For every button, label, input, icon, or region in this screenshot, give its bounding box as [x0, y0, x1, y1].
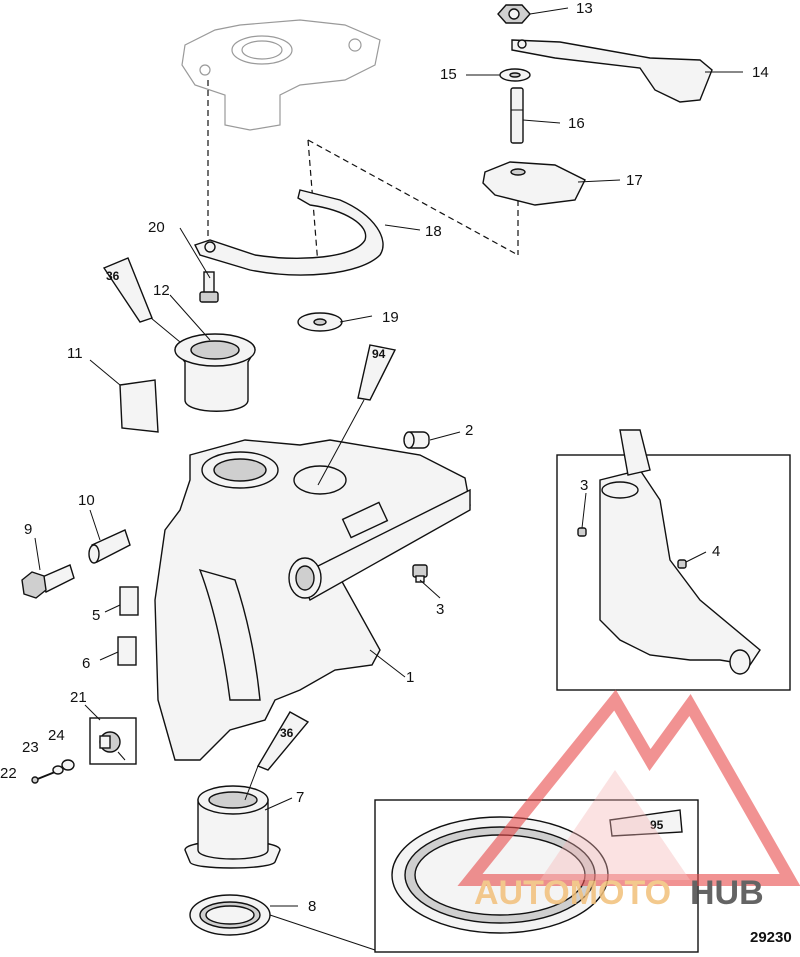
callout-17: 17 — [626, 172, 643, 189]
part-7-bushing — [184, 785, 281, 869]
callout-11: 11 — [67, 345, 83, 362]
sealant-tube-lower: 36 — [256, 711, 310, 771]
callout-5: 5 — [92, 607, 100, 624]
svg-text:AUTOMOTO: AUTOMOTO — [474, 874, 671, 912]
callout-12: 12 — [153, 282, 170, 299]
callout-14: 14 — [752, 64, 769, 81]
sealant-tube-upper-left: 36 — [102, 257, 153, 323]
callout-6: 6 — [82, 655, 90, 672]
callout-8: 8 — [308, 898, 316, 915]
callout-3: 3 — [436, 601, 444, 618]
part-20-bolt — [199, 271, 219, 303]
svg-text:36: 36 — [280, 726, 294, 740]
callout-labels: 1 2 3 5 6 7 8 9 10 11 12 13 14 15 16 17 … — [0, 0, 769, 915]
svg-text:94: 94 — [372, 347, 386, 361]
callout-9: 9 — [24, 521, 32, 538]
part-16-pin — [510, 87, 524, 144]
part-14-arm — [511, 39, 713, 103]
part-5-pad — [119, 586, 139, 616]
figure-number: 29230 — [750, 929, 792, 946]
part-8-seal — [189, 894, 271, 936]
svg-text:HUB: HUB — [690, 874, 764, 912]
callout-1: 1 — [406, 669, 414, 686]
callout-22: 22 — [0, 765, 17, 782]
part-13-nut — [497, 4, 531, 24]
callout-19: 19 — [382, 309, 399, 326]
callout-7: 7 — [296, 789, 304, 806]
part-11-pad — [119, 379, 159, 433]
part-1-swivel-bracket — [154, 439, 471, 761]
alignment-line-b — [307, 139, 519, 256]
callout-10: 10 — [78, 492, 95, 509]
sealant-tube-center: 94 — [357, 344, 397, 401]
svg-text:36: 36 — [106, 269, 120, 283]
part-12-bushing — [174, 333, 256, 412]
svg-text:95: 95 — [650, 818, 664, 832]
part-23-washer — [52, 765, 64, 775]
callout-2: 2 — [465, 422, 473, 439]
part-2-plug — [403, 431, 430, 449]
part-19-washer-hole — [313, 318, 327, 326]
part-17-plate — [482, 161, 586, 206]
callout-15: 15 — [440, 66, 457, 83]
part-24-washer — [61, 759, 75, 771]
part-3-fitting — [412, 564, 428, 583]
callout-21: 21 — [70, 689, 87, 706]
ghost-mounting-bracket — [181, 19, 381, 131]
callout-24: 24 — [48, 727, 65, 744]
callout-23: 23 — [22, 739, 39, 756]
inset-callout-4: 4 — [712, 543, 720, 560]
inset-callout-3: 3 — [580, 477, 588, 494]
part-6-pad — [117, 636, 137, 666]
callout-18: 18 — [425, 223, 442, 240]
callout-13: 13 — [576, 0, 593, 17]
part-21-switch — [89, 717, 137, 765]
part-15-washer-hole — [509, 72, 521, 78]
watermark-logo: AUTOMOTO HUB — [457, 689, 800, 912]
leader-lines — [34, 7, 743, 907]
inset-detail-box — [556, 429, 791, 691]
part-10-sleeve — [88, 529, 131, 564]
callout-16: 16 — [568, 115, 585, 132]
part-18-arc-bracket — [194, 189, 384, 276]
part-9-bolt — [21, 564, 75, 599]
part-22-screw — [31, 771, 56, 784]
callout-20: 20 — [148, 219, 165, 236]
